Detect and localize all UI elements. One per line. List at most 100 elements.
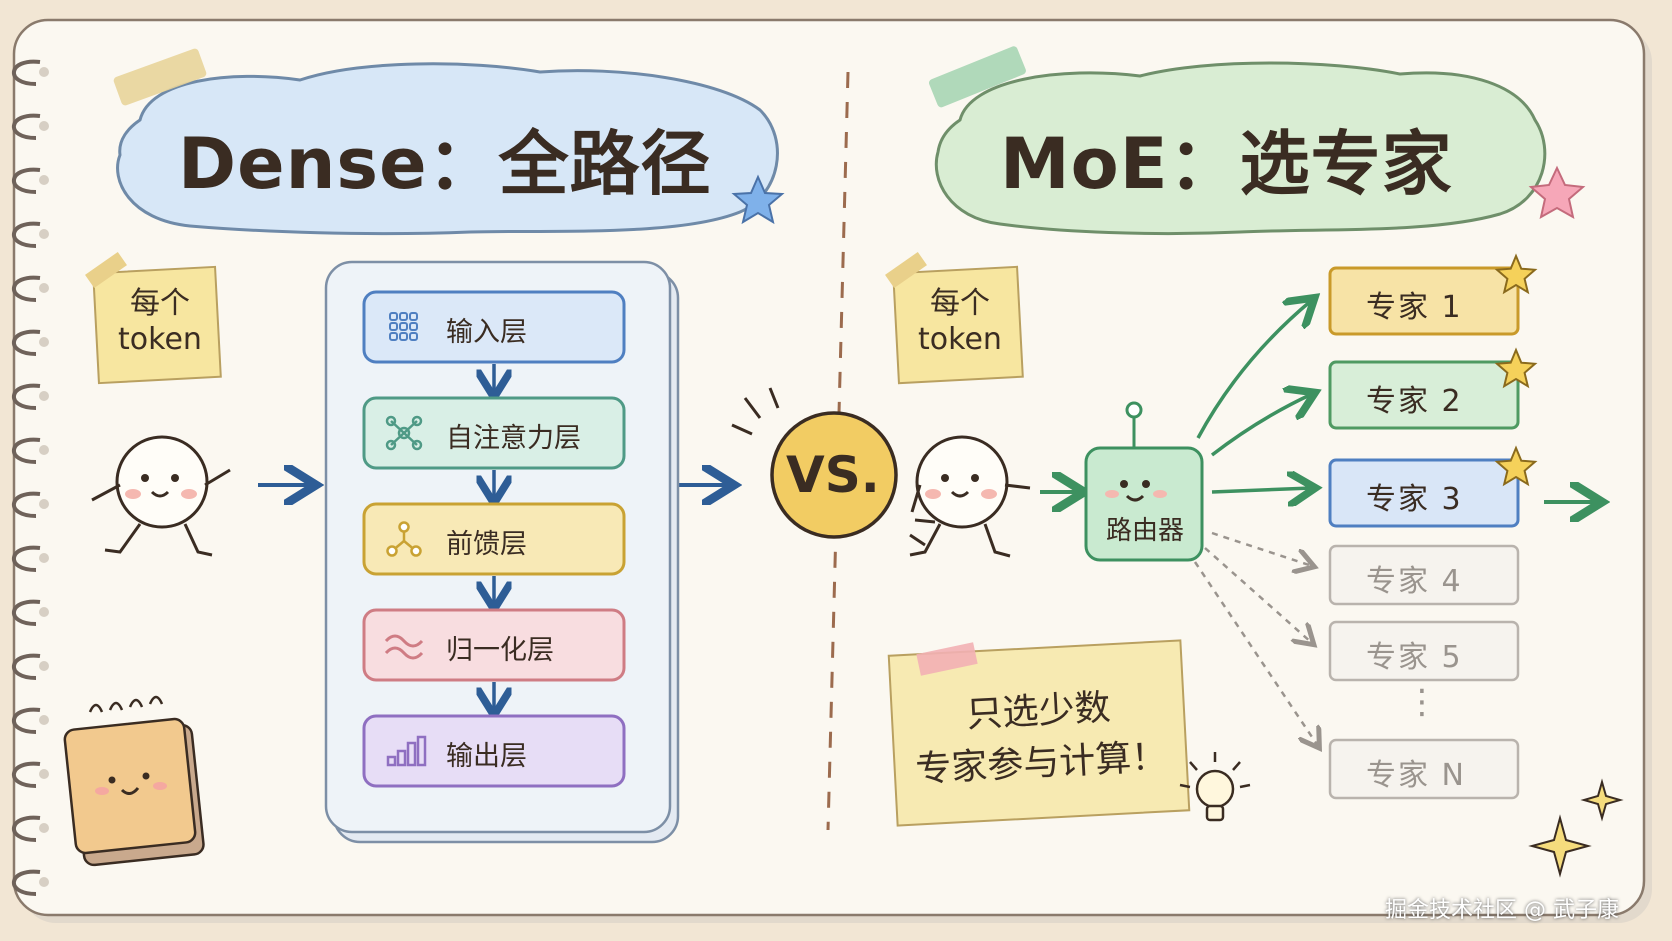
router-arrow-expert-n [1193, 561, 1318, 746]
expert-label-active: 专家 1 [1366, 290, 1463, 325]
tape-green-right [929, 46, 1026, 108]
lightbulb-icon [1179, 752, 1251, 822]
spiral-ring [12, 113, 41, 140]
dense-token-note-text: 每个 token [100, 286, 220, 358]
ring-hole [39, 661, 49, 671]
dense-layer-box [362, 290, 626, 364]
router-robot [1084, 401, 1204, 562]
expert-box-active [1328, 458, 1520, 528]
ring-hole [39, 715, 49, 725]
moe-token-character [909, 435, 1031, 558]
spiral-ring [12, 59, 41, 86]
spiral-ring [12, 869, 41, 896]
ring-hole [39, 121, 49, 131]
selected-star-icon [1494, 445, 1538, 487]
ring-hole [39, 769, 49, 779]
ring-hole [39, 283, 49, 293]
spiral-rings [12, 59, 49, 896]
dense-title: Dense：全路径 [178, 123, 712, 205]
ring-hole [39, 445, 49, 455]
selected-star-icon [1494, 347, 1538, 389]
notepad-character [63, 695, 205, 867]
expert-label-inactive: 专家 4 [1366, 564, 1463, 599]
expert-label-inactive: 专家 5 [1366, 640, 1463, 675]
bar-chart-icon [386, 735, 427, 767]
dense-token-character [91, 435, 231, 557]
callout-text: 只选少数 专家参与计算！ [902, 679, 1177, 797]
dense-title-cloud [113, 48, 785, 236]
expert-box-active [1328, 360, 1520, 430]
grid-icon [389, 312, 418, 341]
expert-box-inactive [1328, 620, 1520, 682]
spiral-ring [12, 707, 41, 734]
dense-layers [362, 290, 626, 788]
router-label: 路由器 [1105, 516, 1184, 546]
dense-layer-label: 输入层 [446, 317, 527, 348]
dense-token-note-line-2: token [118, 322, 202, 357]
spiral-ring [12, 329, 41, 356]
expert-label-inactive: 专家 N [1366, 758, 1466, 793]
spiral-ring [12, 383, 41, 410]
selected-star-icon [1494, 253, 1538, 295]
router-arrow-expert-1 [1196, 300, 1312, 439]
expert-ellipsis: ⋮ [1405, 682, 1439, 722]
center-divider [826, 71, 850, 831]
ring-hole [39, 337, 49, 347]
dense-layer-label: 自注意力层 [446, 423, 581, 454]
spiral-ring [12, 491, 41, 518]
expert-box-inactive [1328, 738, 1520, 800]
pink-star-icon [1528, 165, 1586, 219]
vs-badge [731, 387, 936, 547]
spiral-ring [12, 221, 41, 248]
expert-label-active: 专家 2 [1366, 384, 1463, 419]
dense-layer-box [362, 608, 626, 682]
dense-layer-box [362, 396, 626, 470]
dense-token-note-line-1: 每个 [130, 286, 190, 321]
moe-title-cloud [929, 46, 1586, 236]
dense-layer-label: 前馈层 [446, 529, 527, 560]
vs-label: VS. [786, 446, 880, 504]
moe-token-note-line-1: 每个 [930, 286, 990, 321]
router-arrow-expert-3 [1211, 488, 1312, 492]
expert-label-active: 专家 3 [1366, 482, 1463, 517]
callout-note [887, 639, 1191, 827]
dense-layer-label: 归一化层 [446, 635, 554, 666]
ring-hole [39, 175, 49, 185]
spiral-ring [12, 545, 41, 572]
expert-box-inactive [1328, 544, 1520, 606]
dense-layer-label: 输出层 [446, 741, 527, 772]
dense-layer-box [362, 714, 626, 788]
wave-icon [384, 634, 424, 660]
experts [1328, 253, 1538, 800]
moe-token-note-text: 每个 token [900, 286, 1020, 358]
nodes-icon [386, 521, 422, 557]
router-arrow-expert-2 [1210, 394, 1312, 457]
expert-box-active [1328, 266, 1520, 336]
ring-hole [39, 877, 49, 887]
spiral-ring [12, 599, 41, 626]
spiral-ring [12, 653, 41, 680]
spiral-ring [12, 437, 41, 464]
spiral-ring [12, 815, 41, 842]
moe-title: MoE：选专家 [1000, 123, 1453, 205]
tape-green-left [113, 48, 207, 106]
spiral-ring [12, 275, 41, 302]
blue-star-icon [731, 174, 785, 225]
moe-token-note-line-2: token [918, 322, 1002, 357]
router-arrow-expert-4 [1211, 531, 1312, 566]
spiral-ring [12, 761, 41, 788]
dense-token-note [85, 251, 222, 385]
ring-hole [39, 391, 49, 401]
watermark: 掘金技术社区 @ 武子康 [1385, 898, 1619, 923]
ring-hole [39, 823, 49, 833]
network-icon [385, 415, 423, 451]
spiral-ring [12, 167, 41, 194]
ring-hole [39, 607, 49, 617]
dense-layer-box [362, 502, 626, 576]
sparkle-icons [1528, 778, 1624, 878]
moe-token-note [885, 251, 1024, 385]
ring-hole [39, 499, 49, 509]
ring-hole [39, 229, 49, 239]
